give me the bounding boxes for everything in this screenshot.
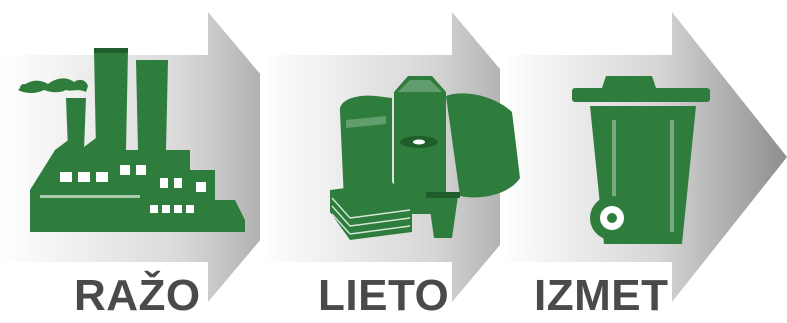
step-label-use: LIETO (318, 270, 449, 322)
step-label-waste: IZMET (534, 270, 668, 322)
step-label-produce: RAŽO (74, 270, 201, 322)
